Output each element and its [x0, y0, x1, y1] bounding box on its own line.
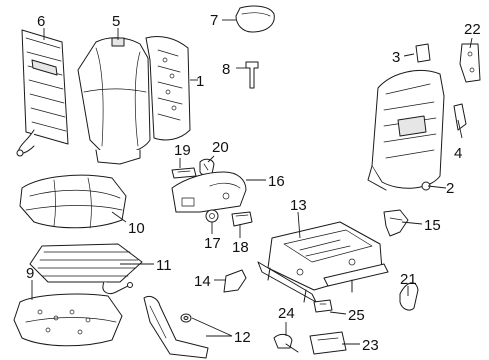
callout-12: 12 — [234, 329, 251, 346]
callout-labels: 1 2 3 4 5 6 7 8 9 10 11 12 13 14 15 16 1… — [26, 12, 481, 354]
callout-15: 15 — [424, 217, 441, 234]
lumbar-adjust-knob — [205, 209, 219, 223]
callout-4: 4 — [454, 145, 462, 162]
side-cover-clip — [180, 313, 192, 323]
callout-16: 16 — [268, 173, 285, 190]
callout-14: 14 — [194, 273, 211, 290]
callout-10: 10 — [128, 220, 145, 237]
callout-2: 2 — [446, 180, 454, 197]
callout-8: 8 — [222, 61, 230, 78]
track-cover — [223, 269, 247, 293]
seat-control-module — [309, 331, 347, 355]
callout-17: 17 — [204, 235, 221, 252]
callout-19: 19 — [174, 142, 191, 159]
seatback-frame — [367, 70, 445, 191]
callout-11: 11 — [156, 257, 172, 274]
seat-cushion-shield — [171, 171, 247, 213]
seat-sensor-harness — [273, 333, 299, 353]
seatback-cover — [77, 37, 151, 165]
callout-23: 23 — [362, 337, 379, 354]
callout-25: 25 — [348, 307, 365, 324]
seat-switch — [231, 211, 253, 227]
headrest — [235, 5, 275, 33]
leader-lines — [31, 19, 473, 345]
seat-cushion-pad — [13, 293, 123, 347]
seat-side-cover — [143, 295, 209, 359]
seatback-pad — [145, 35, 191, 141]
callout-7: 7 — [210, 12, 218, 29]
callout-6: 6 — [37, 13, 45, 30]
callout-3: 3 — [392, 49, 400, 66]
seatback-heater-mat — [16, 29, 69, 157]
callout-18: 18 — [232, 239, 249, 256]
recliner-inner-cover — [399, 282, 419, 311]
callout-24: 24 — [278, 305, 295, 322]
side-bracket — [453, 103, 467, 131]
callout-20: 20 — [212, 139, 229, 156]
callout-22: 22 — [464, 21, 481, 38]
headrest-guide — [245, 61, 259, 89]
callout-9: 9 — [26, 265, 34, 282]
callout-21: 21 — [400, 271, 417, 288]
callout-1: 1 — [196, 73, 204, 90]
power-seat-switch-knob — [171, 167, 197, 179]
seat-cushion-heater-mat — [29, 243, 143, 295]
seat-track-assembly — [257, 221, 389, 303]
seat-cushion-cover — [19, 174, 127, 229]
callout-5: 5 — [112, 13, 120, 30]
headrest-support — [415, 43, 431, 63]
callout-13: 13 — [290, 197, 307, 214]
harness-connector — [313, 299, 333, 313]
recliner-bracket — [383, 209, 409, 237]
recliner-mechanism — [459, 43, 481, 83]
